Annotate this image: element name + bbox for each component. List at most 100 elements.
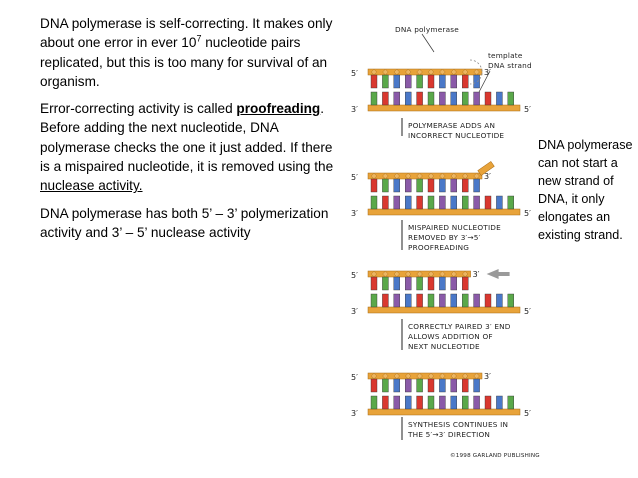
phosphate (393, 372, 400, 380)
template-base (439, 293, 446, 308)
phosphate (393, 172, 400, 180)
duplex-panel-1: 5′3′5′3′ (351, 59, 531, 114)
template-base (416, 293, 423, 308)
duplex-panel-3: 5′3′5′3′ (351, 269, 531, 316)
side-note: DNA polymerase can not start a new stran… (538, 138, 633, 242)
template-base (393, 195, 400, 210)
new-strand-base (382, 178, 389, 193)
template-base (405, 195, 412, 210)
p2-intro: Error-correcting activity is called (40, 101, 237, 117)
phosphate (439, 372, 446, 380)
template-base (473, 293, 480, 308)
phosphate (427, 270, 435, 278)
step-4-caption: SYNTHESIS CONTINUES IN THE 5′→3′ DIRECTI… (401, 417, 508, 440)
removal-arrow-shaft (497, 272, 510, 276)
copyright-text: ©1998 GARLAND PUBLISHING (450, 452, 540, 459)
new-strand-base (370, 74, 378, 89)
nuclease-activity-text: nuclease activity. (40, 178, 143, 194)
template-base (427, 195, 435, 210)
phosphate (462, 68, 469, 76)
new-strand-base (461, 276, 469, 291)
phosphate (462, 372, 469, 380)
template-base (416, 395, 423, 410)
end-label-3prime: 3′ (351, 307, 358, 316)
phosphate (393, 270, 400, 278)
template-base (382, 293, 389, 308)
template-base (450, 395, 458, 410)
template-base (393, 395, 400, 410)
polymerase-pointer (421, 33, 435, 53)
end-label-3prime: 3′ (351, 209, 358, 218)
template-base (370, 395, 378, 410)
template-base (416, 195, 423, 210)
template-base (461, 195, 469, 210)
template-base (450, 195, 458, 210)
phosphate (450, 372, 457, 380)
new-strand-backbone (367, 372, 483, 380)
template-base (370, 293, 378, 308)
polymerase-outline (469, 59, 483, 85)
new-strand-base (439, 378, 446, 393)
step-3-line-2: ALLOWS ADDITION OF (408, 332, 493, 341)
phosphate (439, 270, 446, 278)
template-base (427, 293, 435, 308)
proofreading-diagram: DNA polymerase template DNA strand 5′3′5… (350, 24, 540, 464)
template-base (484, 195, 492, 210)
step-2-line-3: PROOFREADING (408, 243, 469, 252)
phosphate (382, 172, 389, 180)
new-strand-base (473, 178, 480, 193)
template-base (450, 293, 458, 308)
new-strand-base (370, 378, 378, 393)
template-base (439, 395, 446, 410)
new-strand-base (416, 178, 423, 193)
template-base (496, 91, 503, 106)
step-4-line-1: SYNTHESIS CONTINUES IN (408, 420, 508, 429)
step-3-caption: CORRECTLY PAIRED 3′ END ALLOWS ADDITION … (401, 319, 511, 351)
template-base (393, 293, 400, 308)
template-base (439, 91, 446, 106)
template-base (393, 91, 400, 106)
template-base (484, 293, 492, 308)
template-base (370, 91, 378, 106)
end-label-3prime: 3′ (484, 372, 491, 381)
phosphate (473, 172, 480, 180)
new-strand-base (416, 378, 423, 393)
template-base (473, 195, 480, 210)
end-label-3prime: 3′ (484, 68, 491, 77)
phosphate (405, 270, 412, 278)
phosphate (473, 68, 480, 76)
template-backbone (367, 104, 521, 112)
phosphate (405, 372, 412, 380)
phosphate (439, 172, 446, 180)
phosphate (393, 68, 400, 76)
new-strand-base (439, 178, 446, 193)
phosphate (462, 270, 469, 278)
template-base (496, 395, 503, 410)
phosphate (370, 68, 378, 76)
phosphate (427, 68, 435, 76)
proofreading-diagram-svg: DNA polymerase template DNA strand 5′3′5… (351, 25, 540, 459)
label-template-2: DNA strand (488, 61, 532, 70)
step-2-line-1: MISPAIRED NUCLEOTIDE (408, 223, 501, 232)
new-strand-base (450, 74, 458, 89)
end-label-3prime: 3′ (351, 409, 358, 418)
label-dna-polymerase: DNA polymerase (395, 25, 459, 34)
template-base (416, 91, 423, 106)
label-template-1: template (488, 51, 523, 60)
step-4-line-2: THE 5′→3′ DIRECTION (407, 430, 490, 439)
new-strand-base (393, 378, 400, 393)
new-strand-base (461, 178, 469, 193)
template-base (496, 195, 503, 210)
end-label-5prime: 5′ (524, 209, 531, 218)
duplex-panels: 5′3′5′3′5′3′5′3′5′3′5′3′5′3′5′3′ (351, 59, 531, 418)
phosphate (405, 172, 412, 180)
template-base (439, 195, 446, 210)
step-2-caption: MISPAIRED NUCLEOTIDE REMOVED BY 3′→5′ PR… (401, 220, 501, 252)
phosphate (370, 270, 378, 278)
phosphate (427, 172, 435, 180)
end-label-5prime: 5′ (524, 307, 531, 316)
new-strand-base (416, 276, 423, 291)
template-base (382, 195, 389, 210)
p1-exponent: 7 (196, 33, 202, 44)
new-strand-base (370, 276, 378, 291)
